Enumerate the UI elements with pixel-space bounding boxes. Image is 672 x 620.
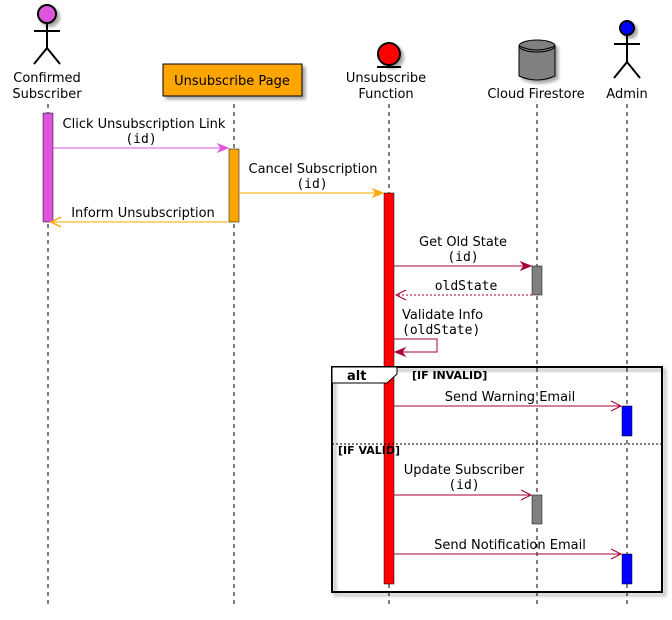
message-arg: (id) — [296, 177, 327, 192]
message-arrow-line — [394, 338, 438, 353]
message-send-warning-email: Send Warning Email — [394, 390, 623, 412]
function-name-line2: Function — [358, 87, 413, 102]
activation-admin-2 — [621, 553, 633, 585]
database-icon — [518, 39, 556, 81]
function-name-line1: Unsubscribe — [346, 71, 426, 86]
participant-page: Unsubscribe Page — [162, 63, 303, 97]
message-label: Send Notification Email — [434, 538, 586, 553]
actor-admin-icon — [613, 20, 641, 79]
admin-name: Admin — [606, 87, 647, 102]
activations — [42, 112, 633, 585]
message-inform-unsubscription: Inform Unsubscription — [49, 206, 229, 228]
message-send-notification-email: Send Notification Email — [394, 538, 623, 560]
subscriber-name-line1: Confirmed — [13, 71, 81, 86]
alt-guard-valid: [IF VALID] — [338, 444, 400, 457]
activation-admin-1 — [621, 405, 633, 437]
message-old-state-return: oldState — [394, 279, 532, 301]
lifelines — [47, 104, 628, 608]
message-click-link: Click Unsubscription Link (id) — [53, 117, 230, 154]
alt-frame: alt [IF INVALID] [IF VALID] — [331, 366, 663, 593]
arrowhead-icon — [393, 346, 407, 358]
message-arg: (id) — [447, 250, 478, 265]
arrowhead-icon — [610, 400, 623, 412]
message-arg: oldState — [435, 279, 498, 294]
message-get-old-state: Get Old State (id) — [394, 235, 533, 272]
activation-firestore-1 — [531, 265, 543, 296]
message-cancel-subscription: Cancel Subscription (id) — [239, 162, 385, 199]
activation-function — [383, 192, 395, 585]
message-label: Click Unsubscription Link — [63, 117, 226, 132]
message-arg: (oldState) — [402, 323, 480, 338]
message-label: Cancel Subscription — [249, 162, 378, 177]
subscriber-name-line2: Subscriber — [12, 87, 82, 102]
activation-firestore-2 — [531, 494, 543, 525]
activation-subscriber — [42, 112, 54, 223]
message-label: Validate Info — [402, 308, 483, 323]
arrowhead-icon — [610, 548, 623, 560]
message-update-subscriber: Update Subscriber (id) — [394, 463, 533, 501]
entity-function-icon — [377, 42, 401, 68]
message-arg: (id) — [125, 132, 156, 147]
message-label: Update Subscriber — [404, 463, 525, 478]
page-box — [162, 63, 303, 97]
alt-frame-tab — [331, 366, 398, 384]
participant-function: Unsubscribe Function — [346, 42, 426, 102]
participant-firestore: Cloud Firestore — [487, 39, 585, 102]
participant-subscriber: Confirmed Subscriber — [12, 4, 82, 102]
firestore-name: Cloud Firestore — [487, 87, 584, 102]
participant-admin: Admin — [606, 20, 648, 102]
alt-keyword: alt — [347, 369, 366, 384]
page-name: Unsubscribe Page — [174, 74, 290, 89]
message-label: Get Old State — [419, 235, 507, 250]
arrowhead-icon — [394, 289, 407, 301]
message-arg: (id) — [448, 478, 479, 493]
arrowhead-icon — [49, 216, 62, 228]
activation-page — [228, 148, 240, 223]
message-validate-info: Validate Info (oldState) — [393, 308, 483, 358]
message-label: Send Warning Email — [445, 390, 576, 405]
arrowhead-icon — [371, 187, 385, 199]
alt-guard-invalid: [IF INVALID] — [412, 369, 487, 382]
arrowhead-icon — [519, 260, 533, 272]
alt-frame-box — [331, 366, 663, 593]
arrowhead-icon — [520, 489, 533, 501]
actor-subscriber-icon — [33, 4, 61, 65]
arrowhead-icon — [216, 142, 230, 154]
message-label: Inform Unsubscription — [71, 206, 215, 221]
